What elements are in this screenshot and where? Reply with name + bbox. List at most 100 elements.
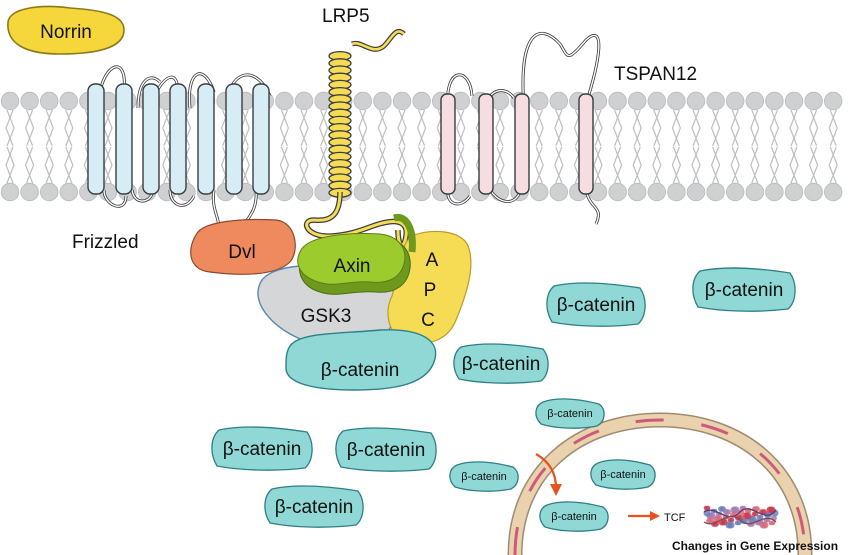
lipid-tail: [534, 146, 544, 184]
lipid-tail: [828, 109, 838, 147]
lipid-head: [0, 91, 20, 111]
chromatin-dot: [770, 520, 776, 526]
chromatin-dot: [708, 518, 714, 524]
apc-label-c: C: [421, 310, 435, 331]
lipid-tail: [416, 109, 427, 147]
lipid-head: [530, 182, 549, 202]
chromatin-dot: [727, 521, 735, 529]
lipid-tail: [593, 146, 603, 184]
lipid-head: [392, 91, 412, 111]
lipid-head: [275, 182, 294, 202]
lipid-head: [628, 91, 647, 111]
beta-catenin-protein: β-catenin: [692, 267, 796, 312]
norrin-label: Norrin: [40, 22, 92, 43]
translocation-arrows: [535, 453, 660, 521]
chromatin-dot: [705, 505, 711, 511]
lipid-head: [608, 182, 627, 202]
lipid-tail: [730, 146, 740, 184]
lipid-tail: [769, 109, 780, 147]
chromatin-dot: [736, 520, 742, 526]
lipid-tail: [416, 146, 427, 184]
beta-catenin-label: β-catenin: [321, 360, 400, 381]
lipid-tail: [534, 109, 544, 147]
lipid-tail: [299, 146, 309, 184]
tspan12-helix: [478, 93, 494, 195]
lipid-tail: [103, 109, 113, 147]
lipid-tail: [612, 146, 623, 184]
axin-protein: Axin: [297, 214, 416, 295]
lipid-tail: [5, 109, 15, 147]
dna-strand: [703, 508, 777, 518]
lipid-head: [706, 182, 725, 202]
lipid-tail: [710, 109, 721, 147]
chromatin-dot: [753, 511, 759, 517]
beta-catenin-label: β-catenin: [275, 497, 354, 518]
lipid-tail: [691, 146, 701, 184]
lipid-head: [686, 91, 706, 111]
lipid-tail: [769, 146, 780, 184]
dna-strand: [703, 515, 777, 525]
lipid-head: [765, 91, 784, 111]
free-beta-catenin-group: β-catenin β-catenin β-catenin β-catenin β-ca…: [211, 267, 796, 532]
lipid-head: [530, 91, 549, 111]
lipid-tail: [750, 146, 760, 184]
frizzled-helix: [197, 83, 215, 195]
lipid-head: [40, 182, 59, 202]
lipid-tail: [358, 146, 368, 184]
beta-catenin-protein: β-catenin: [211, 426, 313, 471]
lipid-head: [706, 91, 725, 111]
gsk3-label: GSK3: [301, 306, 352, 327]
lipid-head: [824, 182, 843, 202]
chromatin-dot: [725, 509, 731, 515]
lipid-head: [353, 182, 373, 202]
lipid-tail: [789, 146, 799, 184]
beta-catenin-label: β-catenin: [223, 439, 302, 460]
lipid-head: [647, 91, 667, 111]
lipid-tail: [279, 146, 290, 184]
lipid-head: [804, 91, 823, 111]
lipid-tail: [632, 146, 642, 184]
beta-catenin-label: β-catenin: [462, 354, 541, 375]
axin-label: Axin: [334, 256, 371, 277]
lipid-tail: [456, 109, 466, 147]
lipid-head: [0, 182, 20, 202]
lipid-tail: [652, 109, 662, 147]
lipid-head: [686, 182, 706, 202]
lipid-head: [628, 182, 647, 202]
lipid-head: [726, 182, 745, 202]
beta-catenin-protein: β-catenin: [535, 398, 605, 429]
lipid-tail: [671, 146, 682, 184]
lipid-tail: [377, 109, 388, 147]
frizzled-helix: [115, 83, 133, 195]
lrp5-coreceptor: LRP5: [303, 6, 410, 248]
dvl-label: Dvl: [228, 242, 255, 263]
tspan12-label: TSPAN12: [614, 64, 697, 85]
lipid-head: [373, 91, 392, 111]
lipid-head: [745, 182, 765, 202]
lipid-head: [549, 91, 569, 111]
beta-catenin-label: β-catenin: [547, 408, 592, 420]
frizzled-receptor: Frizzled: [72, 65, 272, 253]
lipid-head: [353, 91, 373, 111]
lipid-head: [549, 182, 569, 202]
beta-catenin-protein: β-catenin: [264, 485, 364, 528]
lipid-tail: [632, 109, 642, 147]
lipid-head: [20, 91, 39, 111]
lipid-tail: [318, 109, 329, 147]
chromatin-dot: [744, 512, 752, 520]
lipid-tail: [64, 109, 74, 147]
beta-catenin-label: β-catenin: [461, 471, 506, 483]
lipid-tail: [358, 109, 368, 147]
frizzled-helix: [169, 83, 187, 195]
lipid-tail: [612, 109, 623, 147]
lipid-tail: [103, 146, 113, 184]
lipid-tail: [789, 109, 799, 147]
lipid-head: [294, 91, 314, 111]
lipid-tail: [5, 146, 15, 184]
lipid-tail: [652, 146, 662, 184]
beta-catenin-complex-bound: β-catenin: [285, 329, 437, 391]
lipid-tail: [44, 109, 54, 147]
chromatin-dot: [732, 506, 740, 514]
lipid-tail: [495, 146, 505, 184]
